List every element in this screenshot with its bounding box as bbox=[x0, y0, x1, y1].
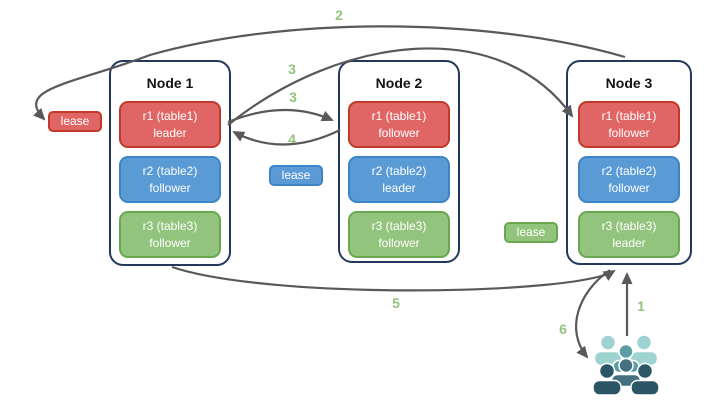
node-3-title: Node 3 bbox=[605, 75, 653, 91]
replica-name: r3 (table3) bbox=[142, 219, 198, 234]
step-label-2: 2 bbox=[335, 7, 343, 23]
replica-role: follower bbox=[378, 235, 420, 250]
replica-name: r2 (table2) bbox=[142, 164, 198, 179]
node-1-replica-r2: r2 (table2) follower bbox=[119, 156, 221, 203]
node-1-title: Node 1 bbox=[146, 75, 194, 91]
lease-badge-blue: lease bbox=[269, 165, 323, 186]
node-1: Node 1 r1 (table1) leader r2 (table2) fo… bbox=[109, 60, 231, 266]
node-1-replicas: r1 (table1) leader r2 (table2) follower … bbox=[119, 101, 221, 258]
replica-name: r2 (table2) bbox=[601, 164, 657, 179]
step-label-4: 4 bbox=[288, 131, 296, 147]
arrow-step5-node1-to-node3 bbox=[171, 265, 616, 292]
users-icon bbox=[592, 334, 660, 396]
node-3: Node 3 r1 (table1) follower r2 (table2) … bbox=[566, 60, 692, 265]
replica-name: r3 (table3) bbox=[371, 219, 427, 234]
replica-role: leader bbox=[612, 235, 646, 250]
lease-badge-green: lease bbox=[504, 222, 558, 243]
step-label-1: 1 bbox=[637, 298, 645, 314]
replica-role: follower bbox=[378, 125, 420, 140]
node-2-title: Node 2 bbox=[375, 75, 423, 91]
replica-role: follower bbox=[149, 235, 191, 250]
node-2-replica-r2: r2 (table2) leader bbox=[348, 156, 450, 203]
node-3-replica-r2: r2 (table2) follower bbox=[578, 156, 680, 203]
node-2-replica-r3: r3 (table3) follower bbox=[348, 211, 450, 258]
replica-role: follower bbox=[608, 125, 650, 140]
node-2-replica-r1: r1 (table1) follower bbox=[348, 101, 450, 148]
step-label-5: 5 bbox=[392, 295, 400, 311]
replica-name: r1 (table1) bbox=[142, 109, 198, 124]
step-label-3b: 3 bbox=[289, 89, 297, 105]
replica-name: r3 (table3) bbox=[601, 219, 657, 234]
node-1-replica-r1: r1 (table1) leader bbox=[119, 101, 221, 148]
replica-role: follower bbox=[149, 180, 191, 195]
replica-role: follower bbox=[608, 180, 650, 195]
replica-role: leader bbox=[382, 180, 416, 195]
node-2: Node 2 r1 (table1) follower r2 (table2) … bbox=[338, 60, 460, 263]
node-2-replicas: r1 (table1) follower r2 (table2) leader … bbox=[348, 101, 450, 258]
node-3-replica-r3: r3 (table3) leader bbox=[578, 211, 680, 258]
replica-name: r2 (table2) bbox=[371, 164, 427, 179]
node-1-replica-r3: r3 (table3) follower bbox=[119, 211, 221, 258]
node-3-replicas: r1 (table1) follower r2 (table2) followe… bbox=[578, 101, 680, 258]
step-label-6: 6 bbox=[559, 321, 567, 337]
step-label-3a: 3 bbox=[288, 61, 296, 77]
node-3-replica-r1: r1 (table1) follower bbox=[578, 101, 680, 148]
replica-name: r1 (table1) bbox=[601, 109, 657, 124]
replica-name: r1 (table1) bbox=[371, 109, 427, 124]
replica-role: leader bbox=[153, 125, 187, 140]
lease-badge-red: lease bbox=[48, 111, 102, 132]
arrow-step3-leader-to-node2-follower bbox=[227, 108, 334, 124]
